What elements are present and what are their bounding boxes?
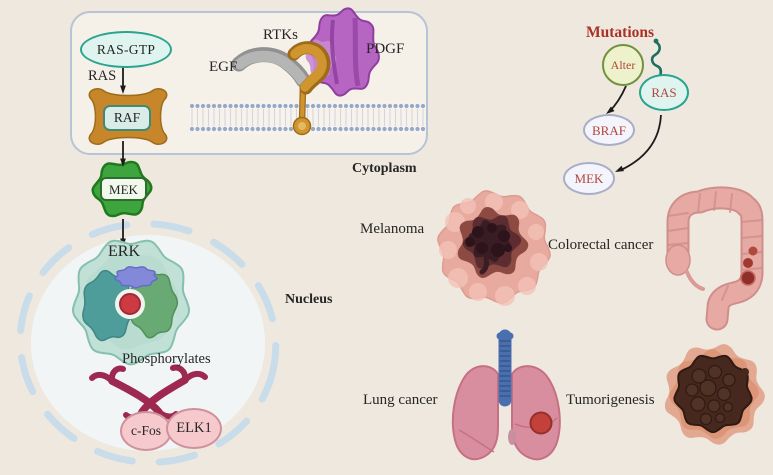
elk1-node: ELK1 [166, 408, 222, 449]
ras-gtp-node: RAS-GTP [80, 31, 172, 68]
erk-label: ERK [108, 243, 140, 260]
lungs-illustration [451, 329, 561, 461]
cytoplasm-label: Cytoplasm [352, 161, 417, 176]
phosphorylates-label: Phosphorylates [122, 351, 211, 367]
ras-squiggle-tail [650, 38, 663, 78]
braf-mutation-node: BRAF [583, 114, 635, 146]
egf-label: EGF [209, 59, 238, 75]
rtks-label: RTKs [263, 27, 298, 43]
tumorigenesis-label: Tumorigenesis [566, 392, 655, 408]
tumor-illustration [664, 344, 765, 445]
lung-cancer-label: Lung cancer [363, 392, 438, 408]
mek-node: MEK [100, 177, 147, 201]
ras-label: RAS [88, 68, 117, 84]
melanoma-illustration [437, 190, 551, 306]
pdgf-label: PDGF [366, 41, 405, 57]
colon-illustration [665, 186, 764, 331]
ras-mutation-node: RAS [639, 74, 689, 111]
c-fos-node: c-Fos [120, 411, 172, 451]
raf-node: RAF [103, 105, 151, 131]
mutations-title: Mutations [586, 24, 655, 41]
nucleus-label: Nucleus [285, 292, 333, 307]
melanoma-label: Melanoma [360, 221, 425, 237]
alter-mutation-node: Alter [602, 44, 644, 86]
colorectal-cancer-label: Colorectal cancer [548, 237, 654, 253]
mek-mutation-node: MEK [563, 162, 615, 195]
